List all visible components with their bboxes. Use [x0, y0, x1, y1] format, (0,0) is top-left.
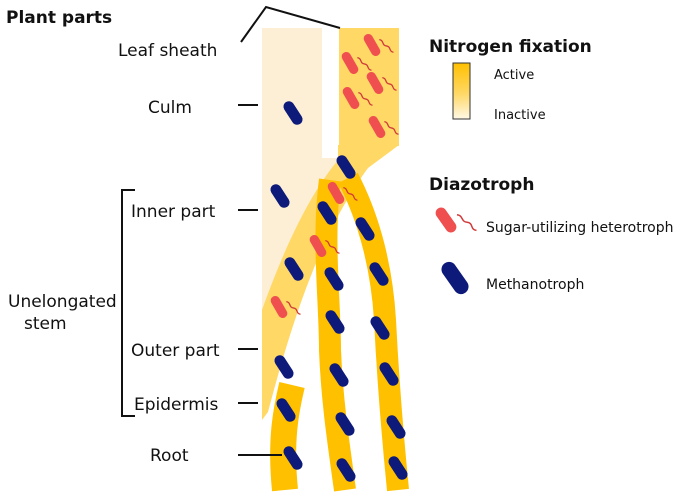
plant-tissue [262, 28, 409, 492]
methanotroph-legend-icon [438, 258, 472, 298]
root-right [338, 172, 409, 492]
label-unelongated-stem-line1: Unelongated [8, 292, 117, 312]
label-culm: Culm [148, 98, 192, 118]
label-inner-part: Inner part [131, 202, 216, 222]
legend-label-heterotroph: Sugar-utilizing heterotroph [486, 220, 673, 236]
diazotroph-legend: Diazotroph Sugar-utilizing heterotroph M… [429, 175, 673, 298]
label-epidermis: Epidermis [134, 395, 218, 415]
plant-parts-heading: Plant parts [6, 8, 112, 28]
label-root: Root [150, 446, 189, 466]
gradient-label-inactive: Inactive [494, 108, 546, 123]
label-ticks [121, 5, 341, 456]
nitrogen-fixation-gradient-bar [452, 62, 471, 120]
gradient-label-active: Active [494, 68, 534, 83]
legend-label-methanotroph: Methanotroph [486, 277, 584, 293]
unelongated-stem-bracket [121, 189, 135, 417]
nitrogen-fixation-legend: Nitrogen fixation Active Inactive [429, 37, 592, 123]
root-middle [315, 178, 356, 492]
label-outer-part: Outer part [131, 341, 220, 361]
leaf-sheath-pointer [240, 5, 341, 43]
nitrogen-fixation-heading: Nitrogen fixation [429, 37, 592, 57]
plant-parts-labels: Plant parts Leaf sheath Culm Inner part … [6, 8, 220, 466]
label-unelongated-stem-line2: stem [24, 314, 67, 334]
label-leaf-sheath: Leaf sheath [118, 41, 217, 61]
heterotroph-legend-icon [432, 196, 478, 246]
root-left [270, 381, 305, 492]
leaf-sheath-inner-tissue [262, 28, 322, 158]
diazotroph-heading: Diazotroph [429, 175, 534, 195]
